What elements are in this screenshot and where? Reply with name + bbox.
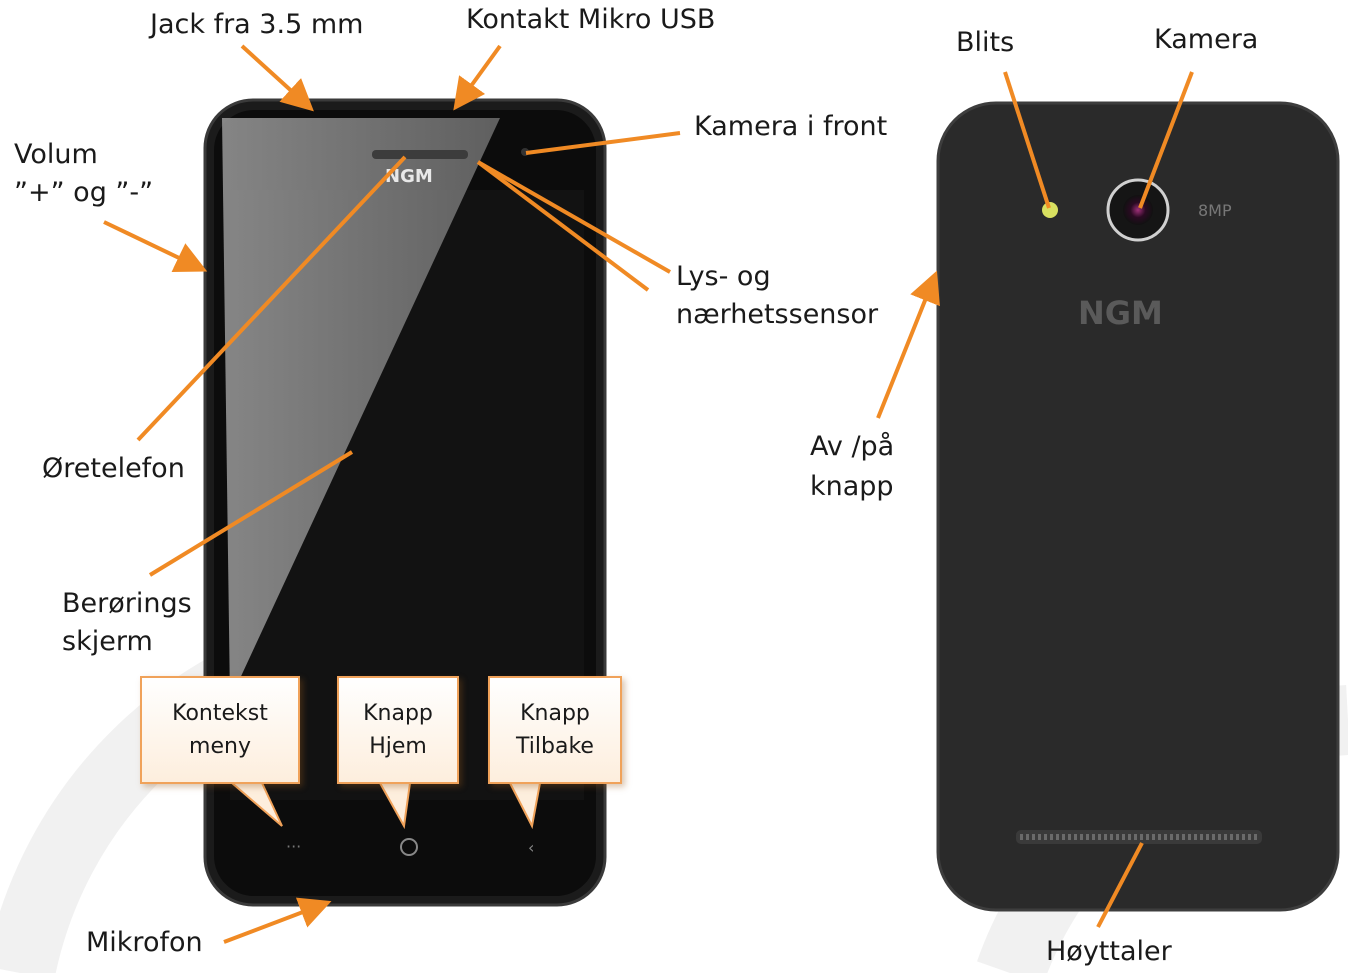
label-microphone: Mikrofon bbox=[86, 927, 203, 958]
screen-glare bbox=[222, 118, 500, 700]
home-key-icon bbox=[400, 838, 418, 856]
label-touch-line1: Berørings bbox=[62, 588, 192, 619]
back-key-icon: ‹ bbox=[528, 838, 534, 857]
label-power-line1: Av /på bbox=[810, 431, 895, 462]
label-speaker: Høyttaler bbox=[1046, 936, 1172, 967]
label-volume-line2: ”+” og ”-” bbox=[14, 177, 154, 208]
label-sensor-line2: nærhetssensor bbox=[676, 299, 879, 330]
leader-speaker bbox=[1096, 842, 1144, 928]
context-menu-line2: meny bbox=[189, 734, 251, 759]
label-front-camera: Kamera i front bbox=[694, 111, 888, 142]
speaker-grille bbox=[1016, 830, 1262, 844]
flash-led bbox=[1042, 202, 1058, 218]
phone-rear: 8MP NGM bbox=[936, 101, 1340, 912]
home-line1: Knapp bbox=[363, 701, 433, 726]
leader-touch-screen bbox=[148, 450, 354, 577]
label-power-line2: knapp bbox=[810, 471, 894, 502]
context-menu-line1: Kontekst bbox=[172, 701, 268, 726]
callout-back: Knapp Tilbake bbox=[488, 676, 622, 784]
context-menu-key-icon: ··· bbox=[286, 837, 301, 856]
rear-phone-body bbox=[936, 101, 1340, 912]
arrow-jack bbox=[240, 44, 314, 112]
rear-logo: NGM bbox=[1078, 294, 1163, 332]
leader-earpiece bbox=[136, 155, 407, 442]
label-usb: Kontakt Mikro USB bbox=[466, 4, 716, 35]
label-volume-line1: Volum bbox=[14, 139, 98, 170]
arrow-usb bbox=[453, 44, 502, 111]
back-line1: Knapp bbox=[520, 701, 590, 726]
label-earpiece: Øretelefon bbox=[42, 453, 185, 484]
arrow-microphone bbox=[223, 897, 332, 944]
label-jack: Jack fra 3.5 mm bbox=[150, 9, 364, 40]
bubble-tails bbox=[229, 782, 542, 830]
leader-sensor-b bbox=[476, 160, 650, 292]
callout-home: Knapp Hjem bbox=[337, 676, 459, 784]
leader-camera bbox=[1138, 71, 1194, 209]
leader-sensor-a bbox=[477, 160, 671, 274]
camera-spec: 8MP bbox=[1198, 201, 1232, 220]
leader-front-camera bbox=[525, 131, 681, 155]
leader-flash bbox=[1003, 71, 1051, 209]
label-touch-line2: skjerm bbox=[62, 626, 153, 657]
arrow-power bbox=[876, 270, 940, 419]
rear-camera-lens bbox=[1123, 195, 1153, 225]
earpiece-slot bbox=[372, 150, 468, 159]
callout-arrows bbox=[103, 44, 1194, 944]
callout-context-menu: Kontekst meny bbox=[140, 676, 300, 784]
home-line2: Hjem bbox=[369, 734, 427, 759]
label-flash: Blits bbox=[956, 27, 1015, 58]
back-line2: Tilbake bbox=[516, 734, 594, 759]
label-camera: Kamera bbox=[1154, 24, 1259, 55]
label-sensor-line1: Lys- og bbox=[676, 261, 771, 292]
front-logo: NGM bbox=[385, 166, 433, 187]
arrow-volume bbox=[103, 220, 208, 273]
